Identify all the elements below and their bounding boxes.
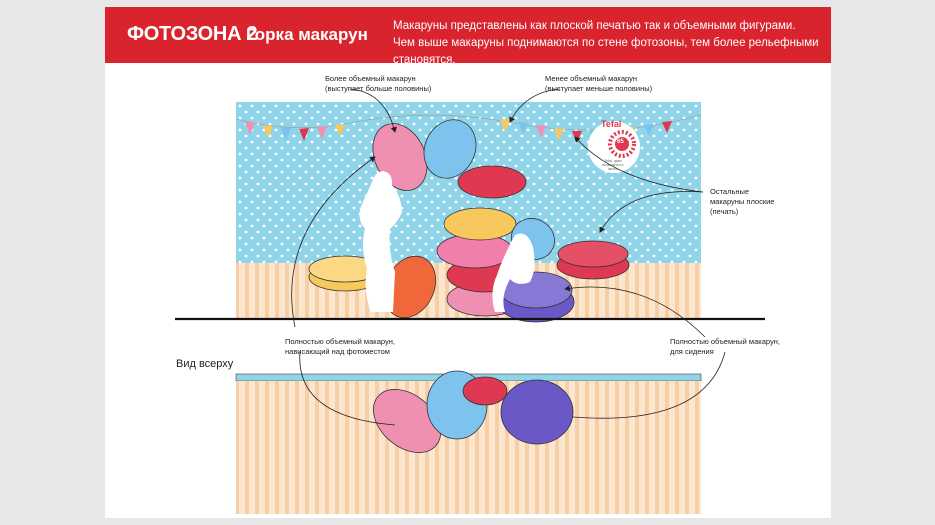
callout-text: (печать) <box>710 207 739 216</box>
callout-text: Полностью объемный макарун, <box>285 337 395 346</box>
callout-text: Полностью объемный макарун, <box>670 337 780 346</box>
callout-arrows <box>291 88 726 426</box>
callout-text: (выступает меньше половины) <box>545 84 653 93</box>
relief-macaron-red <box>457 165 527 199</box>
callout-text: нависающий над фотоместом <box>285 347 390 356</box>
zone-title: Горка макарун <box>246 25 368 44</box>
top-view-label: Вид всерху <box>176 358 234 370</box>
page-sheet: ФОТОЗОНА 2 Горка макарун Макаруны предст… <box>105 7 831 518</box>
callout-text: для сидения <box>670 347 714 356</box>
callout-text: Остальные <box>710 187 750 196</box>
tefal-anniversary: 65 <box>617 139 624 145</box>
relief-macaron-blue <box>423 119 477 179</box>
standing-person-silhouette <box>359 171 402 312</box>
zone-description: Макаруны представлены как плоской печать… <box>393 18 831 69</box>
tagline-text: Tefal, идеи возможность <box>602 159 624 167</box>
description-line-1: Макаруны представлены как плоской печать… <box>393 20 796 32</box>
callout-text: Менее объемный макарун <box>545 74 638 83</box>
callout-text: (выступает больше половины) <box>325 84 432 93</box>
callout-more-volume: Более объемный макарун (выступает больше… <box>325 74 431 94</box>
tefal-logo <box>588 121 640 173</box>
top-view <box>235 370 702 514</box>
illustration <box>175 88 765 514</box>
header-bar: ФОТОЗОНА 2 Горка макарун Макаруны предст… <box>105 7 831 66</box>
callout-hanging: Полностью объемный макарун, нависающий н… <box>285 337 395 357</box>
tagline-text: жизни <box>608 167 618 171</box>
callout-less-volume: Менее объемный макарун (выступает меньше… <box>545 74 652 94</box>
zone-number: ФОТОЗОНА 2 <box>127 23 258 45</box>
callout-flat: Остальные макаруны плоские (печать) <box>710 187 774 217</box>
sitting-person-silhouette <box>492 233 535 312</box>
tefal-tagline: Tefal, идеи возможность жизни <box>598 159 628 171</box>
front-wall-view <box>235 102 702 323</box>
callout-text: Более объемный макарун <box>325 74 416 83</box>
description-line-2: Чем выше макаруны поднимаются по стене ф… <box>393 37 819 66</box>
tefal-brand: Tefal <box>601 119 622 129</box>
callout-seat: Полностью объемный макарун, для сидения <box>670 337 780 357</box>
flat-macaron-red <box>556 240 630 280</box>
callout-text: макаруны плоские <box>710 197 775 206</box>
